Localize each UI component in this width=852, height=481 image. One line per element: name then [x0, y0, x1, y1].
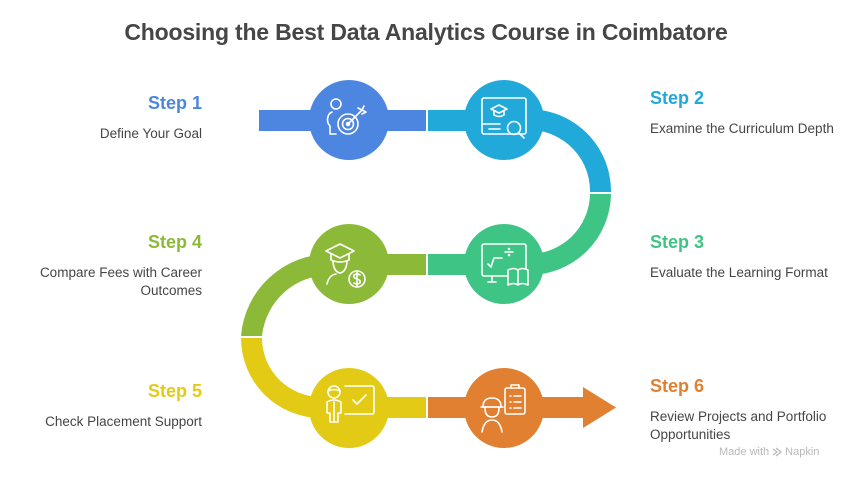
- step-4-description: Compare Fees with Career Outcomes: [39, 265, 202, 298]
- step-5-arc: [241, 338, 321, 418]
- step-2-description: Examine the Curriculum Depth: [650, 121, 834, 136]
- step-5-title: Step 5: [147, 381, 202, 401]
- step-4-circle: [309, 224, 389, 304]
- step-1-description: Define Your Goal: [99, 126, 202, 141]
- step-2-title: Step 2: [650, 88, 705, 108]
- napkin-logo-icon: [772, 447, 783, 457]
- step-6-title: Step 6: [650, 376, 705, 396]
- person-target-icon: [326, 98, 367, 135]
- step-2-circle: [464, 80, 544, 160]
- step-1-circle: [309, 80, 389, 160]
- step-4-label: Step 4 Compare Fees with Career Outcomes: [12, 231, 202, 300]
- step-2-label: Step 2 Examine the Curriculum Depth: [650, 87, 840, 138]
- step-1-label: Step 1 Define Your Goal: [12, 92, 202, 143]
- step-5-description: Check Placement Support: [45, 414, 202, 429]
- step-4-title: Step 4: [147, 232, 202, 252]
- worker-clipboard-icon: [480, 384, 526, 433]
- person-checkboard-icon: [326, 385, 375, 423]
- step-3-circle: [464, 224, 544, 304]
- step-3-arc: [529, 194, 611, 275]
- step-1-title: Step 1: [147, 93, 202, 113]
- diagram-title: Choosing the Best Data Analytics Course …: [124, 19, 728, 45]
- napkin-watermark[interactable]: Made with Napkin: [719, 446, 819, 458]
- monitor-graduation-search-icon: [481, 97, 527, 139]
- napkin-brand-text: Napkin: [785, 446, 820, 458]
- graduate-dollar-icon: [325, 243, 366, 288]
- step-6-description: Review Projects and Portfolio Opportunit…: [650, 409, 827, 442]
- step-6-label: Step 6 Review Projects and Portfolio Opp…: [650, 375, 840, 444]
- step-4-arc: [241, 253, 330, 336]
- step-5-label: Step 5 Check Placement Support: [12, 380, 202, 431]
- step-6-circle: [464, 368, 544, 448]
- step-6-arrowhead: [583, 387, 616, 428]
- math-board-book-icon: [481, 243, 529, 286]
- step-3-label: Step 3 Evaluate the Learning Format: [650, 231, 840, 282]
- step-3-description: Evaluate the Learning Format: [650, 265, 828, 280]
- step-5-circle: [309, 368, 389, 448]
- step-3-title: Step 3: [650, 232, 705, 252]
- made-with-text: Made with: [719, 446, 770, 458]
